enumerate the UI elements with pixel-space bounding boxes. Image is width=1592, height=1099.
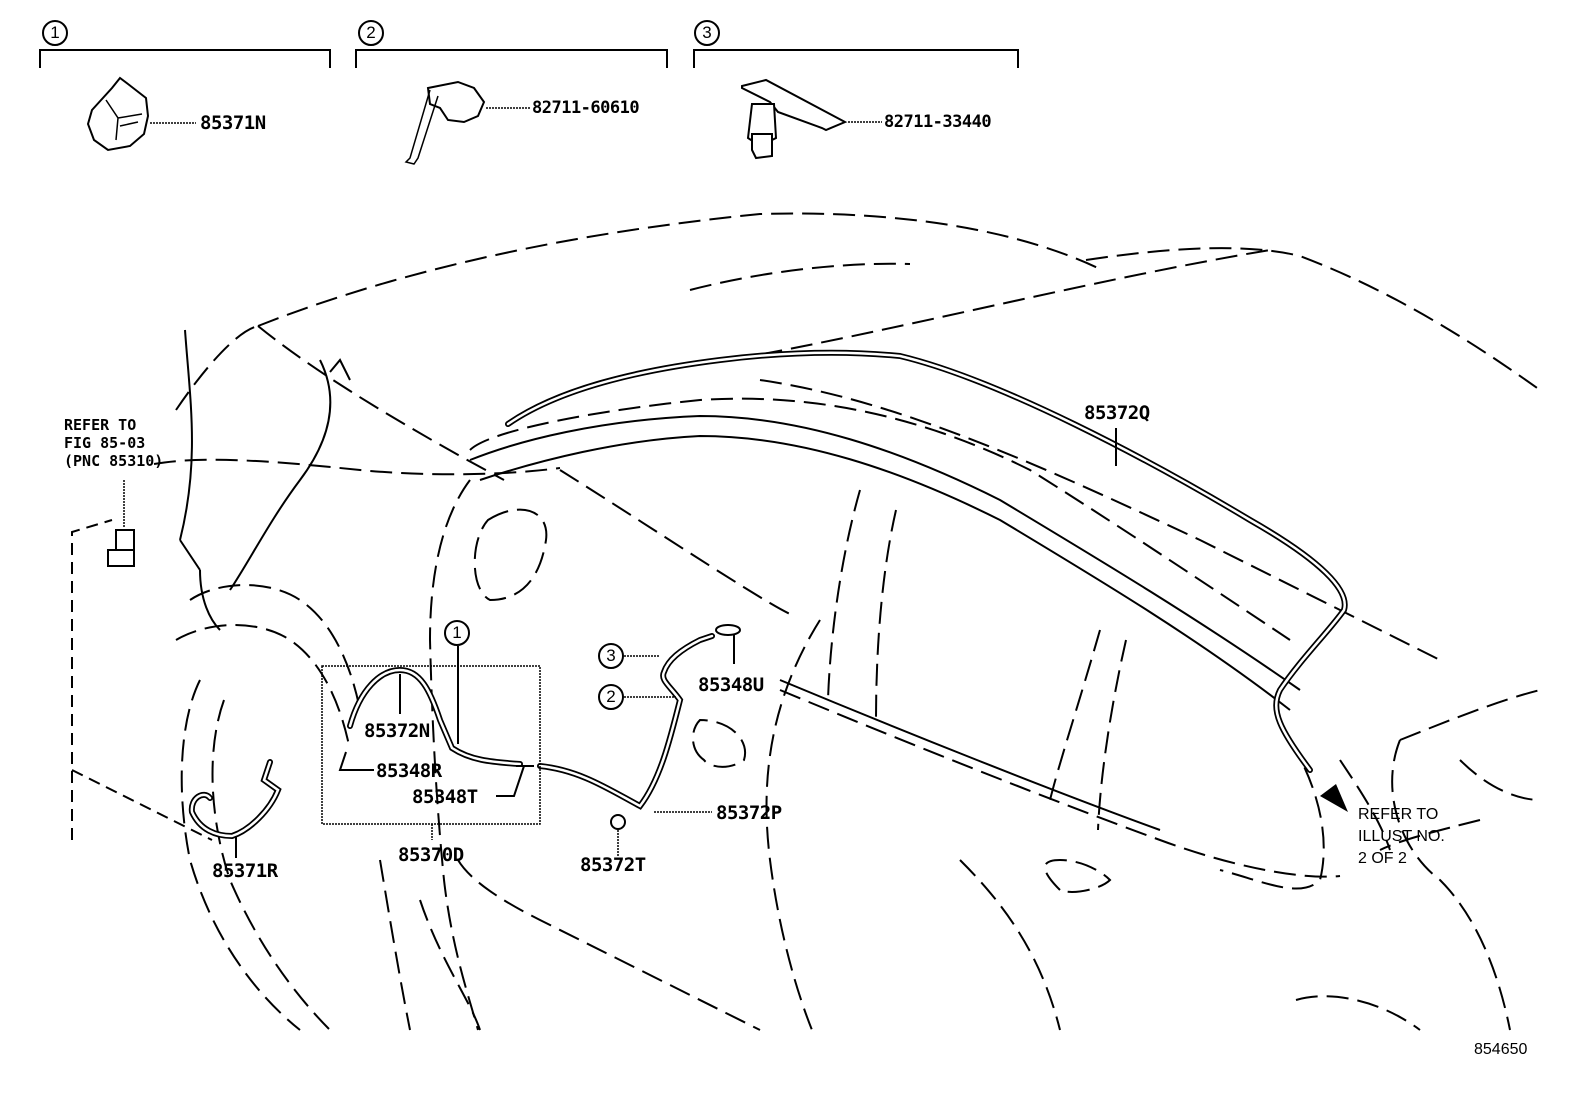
grommet-85372T bbox=[610, 814, 626, 856]
clip-82711-60610-illustration bbox=[404, 80, 530, 165]
vehicle-solid-edges bbox=[179, 329, 1301, 831]
part-number-85348U[interactable]: 85348U bbox=[698, 674, 764, 696]
part-number-85371R[interactable]: 85371R bbox=[212, 860, 278, 882]
joint-85348T bbox=[496, 765, 534, 797]
variant-marker-3: 3 bbox=[694, 20, 720, 46]
refer-illust-note[interactable]: REFER TO ILLUST NO. 2 OF 2 bbox=[1358, 804, 1445, 870]
joint-85348U bbox=[715, 624, 741, 664]
refer-arrow-icon bbox=[1320, 784, 1348, 812]
part-number-85348R[interactable]: 85348R bbox=[376, 760, 442, 782]
vehicle-outline bbox=[153, 212, 1541, 1031]
variant-marker-2: 2 bbox=[358, 20, 384, 46]
variant-marker-1: 1 bbox=[42, 20, 68, 46]
refer-fig-note[interactable]: REFER TO FIG 85-03 (PNC 85310) bbox=[64, 416, 163, 470]
part-number-85372N[interactable]: 85372N bbox=[364, 720, 430, 742]
variant-bracket-1 bbox=[39, 49, 331, 68]
refer-fig-line2: FIG 85-03 bbox=[64, 434, 146, 452]
refer-illust-line2: ILLUST NO. bbox=[1358, 828, 1445, 845]
refer-fig-line3: (PNC 85310) bbox=[64, 452, 164, 470]
part-number-82711-33440[interactable]: 82711-33440 bbox=[884, 112, 992, 132]
refer-illust-line1: REFER TO bbox=[1358, 806, 1439, 823]
refer-fig-line1: REFER TO bbox=[64, 416, 137, 434]
part-number-85370D[interactable]: 85370D bbox=[398, 844, 464, 866]
hose-85372N bbox=[347, 666, 523, 767]
part-number-85372T[interactable]: 85372T bbox=[580, 854, 646, 876]
washer-pump-illustration bbox=[107, 480, 135, 567]
assembly-85370D-box bbox=[321, 665, 541, 825]
variant-bracket-2 bbox=[355, 49, 668, 68]
nozzle-85371N-illustration bbox=[86, 76, 196, 152]
leader-85348R bbox=[338, 751, 374, 771]
clip-marker-1: 1 bbox=[444, 620, 470, 646]
part-number-85348T[interactable]: 85348T bbox=[412, 786, 478, 808]
part-number-85372P[interactable]: 85372P bbox=[716, 802, 782, 824]
clip-marker-2: 2 bbox=[598, 684, 624, 710]
hose-85371R bbox=[188, 759, 282, 840]
pump-bracket-outline bbox=[71, 519, 113, 840]
clip-marker-3: 3 bbox=[598, 643, 624, 669]
pump-bracket-outline-lower bbox=[71, 769, 213, 841]
refer-illust-line3: 2 OF 2 bbox=[1358, 850, 1407, 867]
part-number-82711-60610[interactable]: 82711-60610 bbox=[532, 98, 640, 118]
illustration-code: 854650 bbox=[1474, 1041, 1528, 1058]
hose-85372Q bbox=[505, 349, 1348, 773]
part-number-85371N[interactable]: 85371N bbox=[200, 112, 266, 134]
hose-85372P bbox=[537, 633, 715, 810]
clip-82711-33440-illustration bbox=[741, 78, 882, 160]
part-number-85372Q[interactable]: 85372Q bbox=[1084, 402, 1150, 424]
variant-bracket-3 bbox=[693, 49, 1019, 68]
